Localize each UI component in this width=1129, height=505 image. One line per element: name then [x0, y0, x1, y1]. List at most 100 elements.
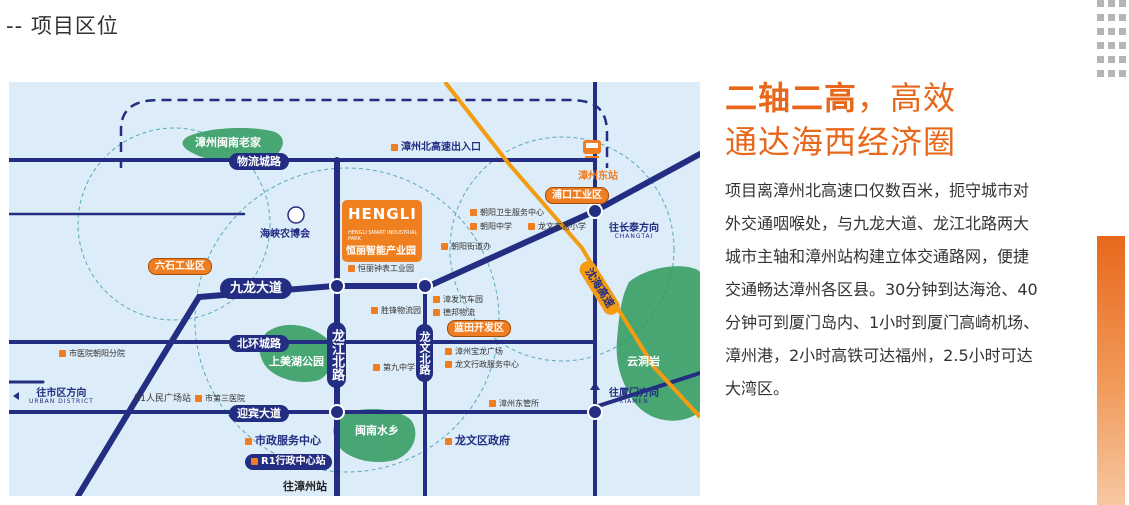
road-jiulong: [156, 151, 700, 365]
label-minnan-shuixiang: 闽南水乡: [355, 424, 399, 437]
hengli-tiny: HENGLI SMART INDUSTRIAL PARK: [348, 230, 418, 242]
train-station-icon: [583, 140, 601, 158]
headline-line1: 二轴二高，高效: [725, 76, 956, 120]
label-expo: 海峡农博会: [260, 229, 310, 240]
label-r1-center: R1行政中心站: [245, 454, 332, 470]
dot: [1108, 0, 1115, 7]
dot: [1097, 0, 1104, 7]
mall-icon: [445, 348, 452, 355]
school-icon: [528, 223, 535, 230]
building-icon: [441, 243, 448, 250]
tag-lantian: 蓝田开发区: [447, 320, 511, 337]
headline-bold: 二轴二高: [725, 79, 858, 117]
factory-icon: [348, 265, 355, 272]
building-icon: [245, 437, 252, 445]
radius-circle: [77, 127, 271, 321]
poi-shengfeng: 胜锋物流园: [371, 307, 421, 315]
road-label-longjiang: 龙江北路: [327, 322, 346, 388]
description-text: 项目离漳州北高速口仅数百米，扼守城市对外交通咽喉处，与九龙大道、龙江北路两大城市…: [725, 181, 1040, 398]
poi-watch-park: 恒丽钟表工业园: [348, 265, 414, 273]
hengli-cn: 恒丽智能产业园: [346, 246, 416, 257]
label-to-station: 往漳州站: [283, 480, 327, 493]
expo-marker: [287, 206, 305, 224]
dot: [1097, 70, 1104, 77]
factory-icon: [433, 296, 440, 303]
interchange-node: [329, 404, 345, 420]
dot: [1097, 56, 1104, 63]
poi-baolong: 漳州宝龙广场: [445, 348, 503, 356]
arrow-up-icon: [590, 382, 600, 390]
school-icon: [470, 223, 477, 230]
building-icon: [445, 437, 452, 445]
label-longwen-gov: 龙文区政府: [445, 435, 510, 446]
dot: [1119, 70, 1126, 77]
poi-ninth-school: 第九中学: [373, 364, 415, 372]
poi-chaoyang-hospital: 市医院朝阳分院: [59, 350, 125, 358]
hospital-icon: [470, 209, 477, 216]
map-graphics: [9, 82, 700, 496]
green-area-shuixiang: [333, 408, 416, 463]
section-title: -- 项目区位: [6, 14, 119, 38]
arrow-left-icon: [13, 392, 19, 400]
metro-icon: [251, 457, 258, 465]
headline-rest: ，高效: [857, 79, 957, 117]
green-area-yundongyan: [616, 266, 700, 421]
factory-icon: [433, 309, 440, 316]
road-label-wuliu: 物流城路: [229, 153, 289, 170]
dot: [1119, 14, 1126, 21]
poi-longwen-primary: 龙文实验小学: [528, 223, 586, 231]
dot: [1108, 70, 1115, 77]
location-map: 漳州闽南老家 上美湖公园 闽南水乡 云洞岩 物流城路 九龙大道 北环城路 迎宾大…: [9, 82, 700, 496]
radius-circle: [449, 136, 675, 362]
dot: [1119, 56, 1126, 63]
label-yundongyan: 云洞岩: [627, 355, 660, 368]
road-xiamen: [593, 371, 700, 409]
interchange-node: [329, 278, 345, 294]
factory-icon: [371, 307, 378, 314]
dot: [1097, 42, 1104, 49]
poi-zhangfa-auto: 漳发汽车园: [433, 296, 483, 304]
side-accent-bar: [1097, 236, 1125, 505]
hengli-logo: HENGLI HENGLI SMART INDUSTRIAL PARK 恒丽智能…: [342, 200, 422, 262]
poi-vehicle-office: 漳州东管所: [489, 400, 539, 408]
label-minnan-laojia: 漳州闽南老家: [195, 136, 261, 149]
dot: [1108, 14, 1115, 21]
headline: 二轴二高，高效 通达海西经济圈: [725, 76, 956, 164]
planned-ring-road: [119, 98, 609, 168]
hospital-icon: [59, 350, 66, 357]
label-zhangzhou-east-station: 漳州东站: [578, 171, 618, 182]
hengli-en: HENGLI: [348, 205, 417, 223]
poi-debang: 德邦物流: [433, 309, 475, 317]
tag-liushi: 六石工业区: [148, 258, 212, 275]
road-label-yingbin: 迎宾大道: [229, 405, 289, 422]
poi-chaoyang-school: 朝阳中学: [470, 223, 512, 231]
label-shangmei-park: 上美湖公园: [269, 355, 324, 368]
dot: [1097, 28, 1104, 35]
building-icon: [445, 361, 452, 368]
dot: [1119, 42, 1126, 49]
dot: [1108, 56, 1115, 63]
road-southwest: [75, 359, 162, 496]
car-icon: [489, 400, 496, 407]
interchange-node: [587, 203, 603, 219]
label-muni-center: 市政服务中心: [245, 435, 321, 446]
road-label-jiulong: 九龙大道: [220, 278, 293, 299]
hospital-icon: [195, 395, 202, 402]
road-label-beihuan: 北环城路: [229, 335, 289, 352]
decorative-dots: [1097, 0, 1126, 80]
interchange-node: [587, 404, 603, 420]
poi-longwen-admin: 龙文行政服务中心: [445, 361, 519, 369]
interchange-node: [417, 278, 433, 294]
dot: [1097, 14, 1104, 21]
car-icon: [391, 143, 398, 151]
poi-third-hospital: 市第三医院: [195, 395, 245, 403]
dot: [1108, 28, 1115, 35]
dot: [1108, 42, 1115, 49]
label-highway-exit: 漳州北高速出入口: [391, 143, 481, 153]
label-r1-square: R1人民广场站: [134, 394, 191, 404]
road-label-longwen: 龙文北路: [416, 324, 433, 382]
headline-line2: 通达海西经济圈: [725, 123, 957, 161]
